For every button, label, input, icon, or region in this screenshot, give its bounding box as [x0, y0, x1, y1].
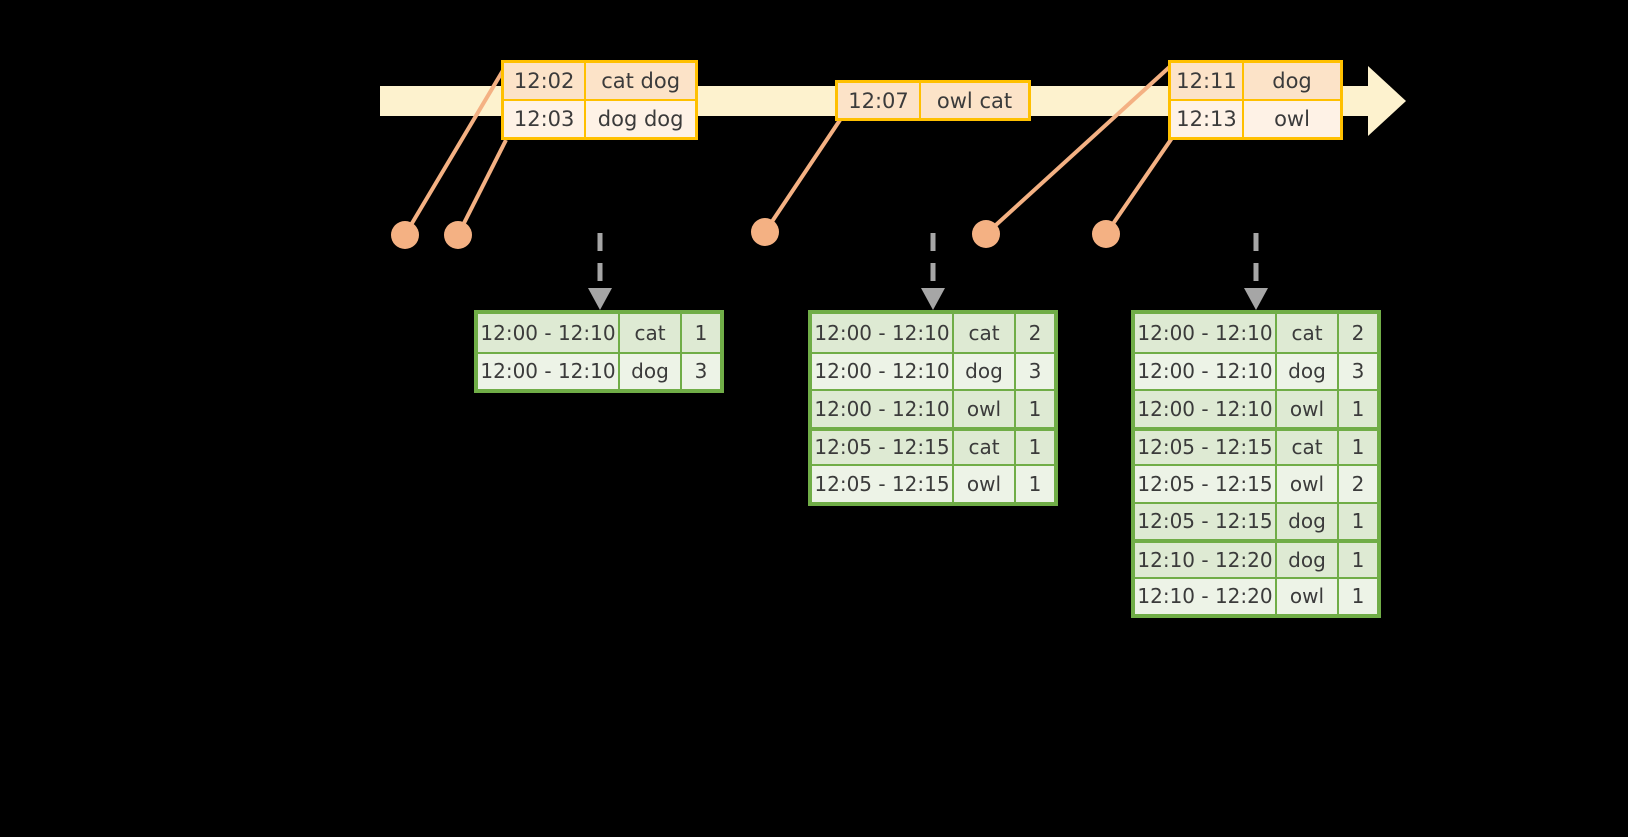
connector-dot-5 [1092, 220, 1120, 248]
event-group-1: 12:02 cat dog 12:03 dog dog [501, 60, 698, 140]
window-cell: 12:05 - 12:15 [812, 430, 954, 464]
event-words: dog [1244, 63, 1340, 99]
window-cell: 12:00 - 12:10 [1135, 314, 1277, 352]
dashed-arrow-2 [921, 233, 945, 310]
count-cell: 1 [1016, 391, 1054, 427]
event-time: 12:11 [1171, 63, 1244, 99]
count-cell: 1 [1016, 430, 1054, 464]
word-cell: cat [1277, 430, 1339, 464]
connector-dot-3 [751, 218, 779, 246]
event-words: dog dog [586, 101, 695, 137]
event-row: 12:03 dog dog [504, 99, 695, 137]
window-cell: 12:00 - 12:10 [1135, 353, 1277, 389]
connector-line-5 [1104, 136, 1174, 236]
count-cell: 1 [1339, 543, 1377, 577]
event-group-3: 12:11 dog 12:13 owl [1168, 60, 1343, 140]
connector-dot-2 [444, 221, 472, 249]
event-time: 12:02 [504, 63, 587, 99]
word-cell: owl [1277, 466, 1339, 502]
count-cell: 1 [1016, 466, 1054, 502]
event-group-2: 12:07 owl cat [835, 80, 1031, 121]
count-cell: 1 [1339, 391, 1377, 427]
event-words: owl cat [921, 83, 1028, 118]
word-cell: dog [1277, 353, 1339, 389]
connector-dot-4 [972, 220, 1000, 248]
word-cell: owl [954, 391, 1016, 427]
word-cell: owl [1277, 578, 1339, 614]
word-cell: dog [954, 353, 1016, 389]
event-time: 12:03 [504, 101, 587, 137]
window-cell: 12:00 - 12:10 [1135, 391, 1277, 427]
event-row: 12:02 cat dog [504, 63, 695, 99]
window-cell: 12:05 - 12:15 [812, 466, 954, 502]
count-cell: 3 [682, 353, 720, 389]
window-cell: 12:00 - 12:10 [812, 314, 954, 352]
window-cell: 12:05 - 12:15 [1135, 503, 1277, 539]
count-cell: 3 [1016, 353, 1054, 389]
word-cell: cat [954, 314, 1016, 352]
count-cell: 2 [1339, 466, 1377, 502]
event-time: 12:07 [838, 83, 921, 118]
timeline-arrow-icon [1368, 66, 1406, 136]
window-cell: 12:00 - 12:10 [478, 314, 620, 352]
window-cell: 12:10 - 12:20 [1135, 578, 1277, 614]
word-cell: cat [1277, 314, 1339, 352]
event-row: 12:13 owl [1171, 99, 1340, 137]
event-time: 12:13 [1171, 101, 1244, 137]
word-cell: cat [954, 430, 1016, 464]
count-cell: 2 [1339, 314, 1377, 352]
word-cell: owl [1277, 391, 1339, 427]
event-row: 12:11 dog [1171, 63, 1340, 99]
count-cell: 2 [1016, 314, 1054, 352]
dashed-arrow-1 [588, 233, 612, 310]
word-cell: dog [1277, 543, 1339, 577]
word-cell: dog [620, 353, 682, 389]
count-cell: 3 [1339, 353, 1377, 389]
window-cell: 12:05 - 12:15 [1135, 466, 1277, 502]
window-cell: 12:00 - 12:10 [812, 391, 954, 427]
connector-line-2 [456, 139, 508, 236]
event-words: owl [1244, 101, 1340, 137]
connector-line-3 [763, 118, 842, 234]
word-cell: owl [954, 466, 1016, 502]
window-cell: 12:10 - 12:20 [1135, 543, 1277, 577]
connector-dot-1 [391, 221, 419, 249]
count-cell: 1 [1339, 503, 1377, 539]
word-cell: cat [620, 314, 682, 352]
window-cell: 12:00 - 12:10 [478, 353, 620, 389]
dashed-arrow-3 [1244, 233, 1268, 310]
event-words: cat dog [586, 63, 695, 99]
event-row: 12:07 owl cat [838, 83, 1028, 118]
word-cell: dog [1277, 503, 1339, 539]
count-cell: 1 [1339, 578, 1377, 614]
window-cell: 12:05 - 12:15 [1135, 430, 1277, 464]
window-cell: 12:00 - 12:10 [812, 353, 954, 389]
count-cell: 1 [1339, 430, 1377, 464]
count-cell: 1 [682, 314, 720, 352]
